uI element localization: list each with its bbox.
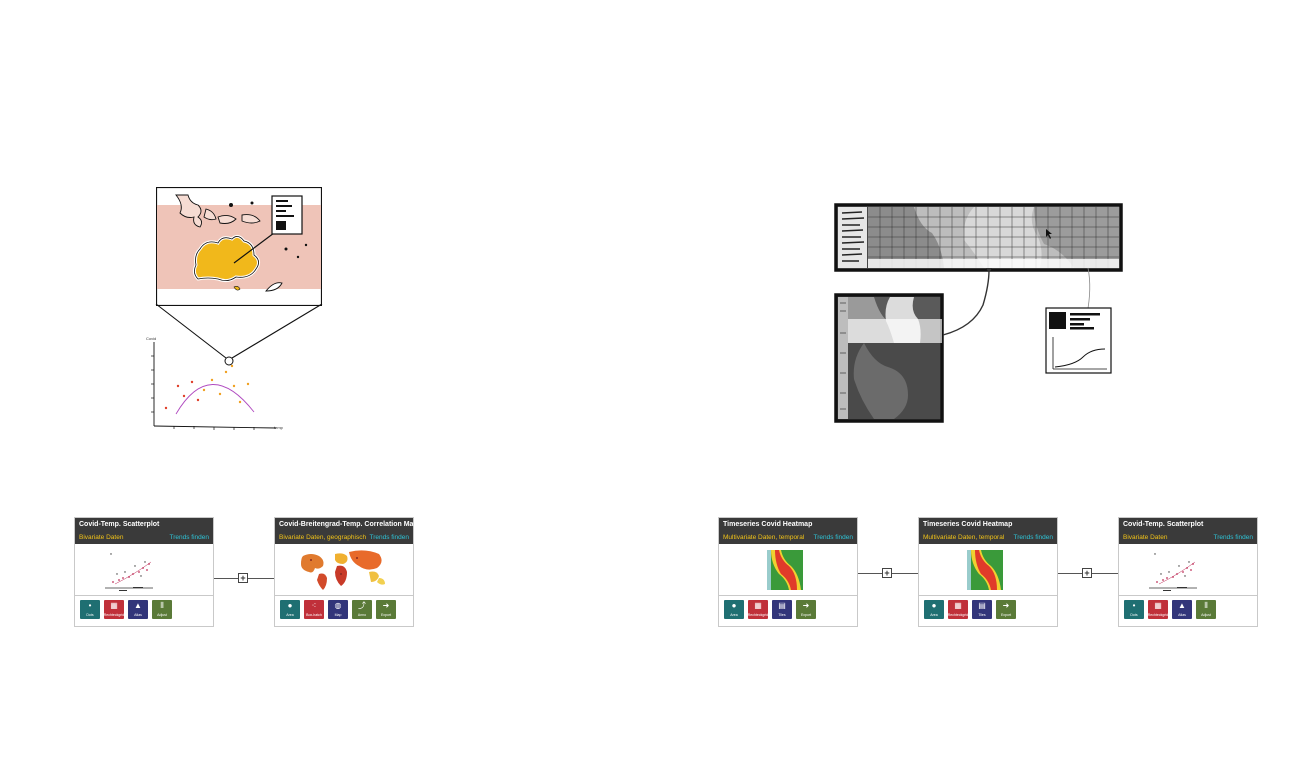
area-button[interactable]: ●Area [724, 600, 744, 619]
world-map-thumbnail [301, 550, 385, 590]
atlas-button[interactable]: ▲Atlas [128, 600, 148, 619]
card-title: Covid-Temp. Scatterplot [79, 521, 160, 528]
card-data-type: Multivariate Daten, temporal [923, 534, 1005, 541]
export-button[interactable]: ➜Export [376, 600, 396, 619]
pipeline-card-heatmap-2[interactable]: Timeseries Covid Heatmap Multivariate Da… [918, 517, 1058, 627]
card-task-link[interactable]: Trends finden [813, 534, 853, 541]
grid-icon: ▦ [954, 601, 962, 610]
card-data-type: Bivariate Daten [79, 534, 124, 541]
small-heatmap-drawing [834, 293, 944, 423]
map-sketch[interactable] [155, 186, 323, 307]
dot-icon: • [1132, 601, 1136, 610]
card-task-link[interactable]: Trends finden [1213, 534, 1253, 541]
sliders-icon: ⫴ [1204, 601, 1208, 610]
scatterplot-thumbnail [105, 553, 153, 591]
tiles-icon: ▤ [778, 601, 786, 610]
card-divider [1119, 595, 1257, 596]
area-button[interactable]: ●Area [924, 600, 944, 619]
tiles-button[interactable]: ▤Tiles [972, 600, 992, 619]
wide-heatmap-drawing [834, 203, 1123, 272]
rechteckgrid-button[interactable]: ▦Rechteckgrid [1147, 600, 1169, 619]
heatmap-thumbnail [967, 550, 1003, 590]
card-title: Covid-Temp. Scatterplot [1123, 521, 1204, 528]
grid-icon: ▦ [754, 601, 762, 610]
card-title: Covid-Breitengrad-Temp. Correlation Map [279, 521, 418, 528]
card-header: Timeseries Covid Heatmap Multivariate Da… [919, 518, 1057, 544]
heatmap-thumbnail [767, 550, 803, 590]
grid-icon: ▦ [1154, 601, 1162, 610]
scatterplot-thumbnail [1149, 553, 1197, 591]
tiles-icon: ▤ [978, 601, 986, 610]
card-divider [75, 595, 213, 596]
card-toolbar: •Dots ▦Rechteckgrid ▲Atlas ⫴Adjust [80, 600, 172, 619]
card-divider [275, 595, 413, 596]
rechteckgrid-button[interactable]: ▦Rechteckgrid [947, 600, 969, 619]
wide-heatmap-sketch[interactable] [834, 203, 1123, 272]
pipeline-card-scatterplot[interactable]: Covid-Temp. Scatterplot Bivariate Daten … [74, 517, 214, 627]
card-task-link[interactable]: Trends finden [1013, 534, 1053, 541]
zoom-funnel [155, 303, 323, 366]
pipeline-card-heatmap-1[interactable]: Timeseries Covid Heatmap Multivariate Da… [718, 517, 858, 627]
card-title: Timeseries Covid Heatmap [923, 521, 1013, 528]
circle-icon: ● [731, 601, 737, 610]
card-data-type: Bivariate Daten, geographisch [279, 534, 367, 541]
dots-button[interactable]: •Dots [80, 600, 100, 619]
card-header: Covid-Breitengrad-Temp. Correlation Map … [275, 518, 418, 544]
circle-icon: ● [931, 601, 937, 610]
circle-icon: ● [287, 601, 293, 610]
export-button[interactable]: ➜Export [796, 600, 816, 619]
sliders-icon: ⫴ [160, 601, 164, 610]
card-divider [919, 595, 1057, 596]
card-header: Covid-Temp. Scatterplot Bivariate Daten … [75, 518, 213, 544]
card-toolbar: ●Area ▦Rechteckgrid ▤Tiles ➜Export [924, 600, 1016, 619]
detail-popup-drawing [1045, 307, 1112, 374]
mountain-icon: ▲ [1178, 601, 1186, 610]
annotate-button[interactable]: ⤴Anno [352, 600, 372, 619]
area-button[interactable]: ●Area [280, 600, 300, 619]
card-header: Timeseries Covid Heatmap Multivariate Da… [719, 518, 857, 544]
grid-icon: ▦ [110, 601, 118, 610]
adjust-button[interactable]: ⫴Adjust [152, 600, 172, 619]
rechteckgrid-button[interactable]: ▦Rechteckgrid [103, 600, 125, 619]
pipeline-card-scatterplot-2[interactable]: Covid-Temp. Scatterplot Bivariate Daten … [1118, 517, 1258, 627]
cursor-icon [1046, 229, 1052, 239]
export-icon: ➜ [382, 601, 390, 610]
card-task-link[interactable]: Trends finden [169, 534, 209, 541]
box-hatch-button[interactable]: ⁖Box-hatch [304, 600, 324, 619]
mountain-icon: ▲ [134, 601, 142, 610]
card-toolbar: ●Area ⁖Box-hatch ◍Map ⤴Anno ➜Export [280, 600, 396, 619]
card-task-link[interactable]: Trends finden [369, 534, 409, 541]
dot-icon: • [88, 601, 92, 610]
annotate-icon: ⤴ [358, 601, 366, 610]
card-title: Timeseries Covid Heatmap [723, 521, 813, 528]
pipeline-card-correlation-map[interactable]: Covid-Breitengrad-Temp. Correlation Map … [274, 517, 418, 627]
scatter-icon: ⁖ [311, 601, 317, 610]
atlas-button[interactable]: ▲Atlas [1172, 600, 1192, 619]
add-step-button[interactable]: + [1082, 568, 1092, 578]
map-sketch-drawing [155, 186, 323, 307]
scatter-sketch-drawing [151, 342, 277, 430]
card-toolbar: •Dots ▦Rechteckgrid ▲Atlas ⫴Adjust [1124, 600, 1216, 619]
adjust-button[interactable]: ⫴Adjust [1196, 600, 1216, 619]
add-step-button[interactable]: + [238, 573, 248, 583]
card-divider [719, 595, 857, 596]
tiles-button[interactable]: ▤Tiles [772, 600, 792, 619]
detail-popup-sketch[interactable] [1045, 307, 1112, 374]
export-icon: ➜ [1002, 601, 1010, 610]
card-data-type: Multivariate Daten, temporal [723, 534, 805, 541]
card-data-type: Bivariate Daten [1123, 534, 1168, 541]
small-heatmap-sketch[interactable] [834, 293, 944, 423]
card-header: Covid-Temp. Scatterplot Bivariate Daten … [1119, 518, 1257, 544]
world-icon: ◍ [334, 601, 342, 610]
scatter-axis-x-label: temp [274, 425, 283, 430]
export-button[interactable]: ➜Export [996, 600, 1016, 619]
scatter-sketch[interactable]: Covid temp [140, 336, 285, 434]
card-toolbar: ●Area ▦Rechteckgrid ▤Tiles ➜Export [724, 600, 816, 619]
dots-button[interactable]: •Dots [1124, 600, 1144, 619]
export-icon: ➜ [802, 601, 810, 610]
map-button[interactable]: ◍Map [328, 600, 348, 619]
scatter-axis-y-label: Covid [146, 336, 157, 341]
add-step-button[interactable]: + [882, 568, 892, 578]
rechteckgrid-button[interactable]: ▦Rechteckgrid [747, 600, 769, 619]
